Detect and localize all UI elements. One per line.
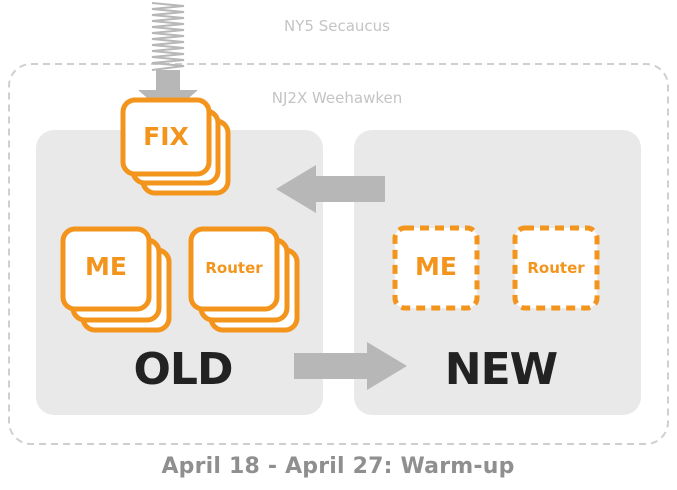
site-boundary [8, 63, 669, 445]
arrow-left-icon [276, 165, 385, 213]
fix-box-stack [120, 97, 231, 196]
timeline-caption: April 18 - April 27: Warm-up [161, 454, 515, 479]
old-router-box-stack [188, 226, 300, 333]
old-router-box-label: Router [205, 259, 263, 277]
new-me-box [392, 225, 480, 311]
old-zone-label: OLD [133, 344, 234, 395]
old-me-box-stack [60, 226, 172, 333]
fix-box-label: FIX [143, 122, 189, 151]
new-me-box-label: ME [415, 252, 457, 281]
inner-site-label: NJ2X Weehawken [271, 89, 403, 107]
old-zone-panel [36, 130, 323, 415]
new-zone-label: NEW [444, 344, 558, 395]
new-router-box [512, 225, 600, 311]
arrow-right-icon [294, 342, 407, 390]
inbound-arrow-icon [138, 70, 198, 116]
new-router-box-label: Router [527, 259, 585, 277]
old-me-box-label: ME [85, 252, 127, 281]
new-zone-panel [354, 130, 641, 415]
outer-site-label: NY5 Secaucus [284, 17, 390, 35]
inbound-zigzag-connector [151, 2, 185, 71]
